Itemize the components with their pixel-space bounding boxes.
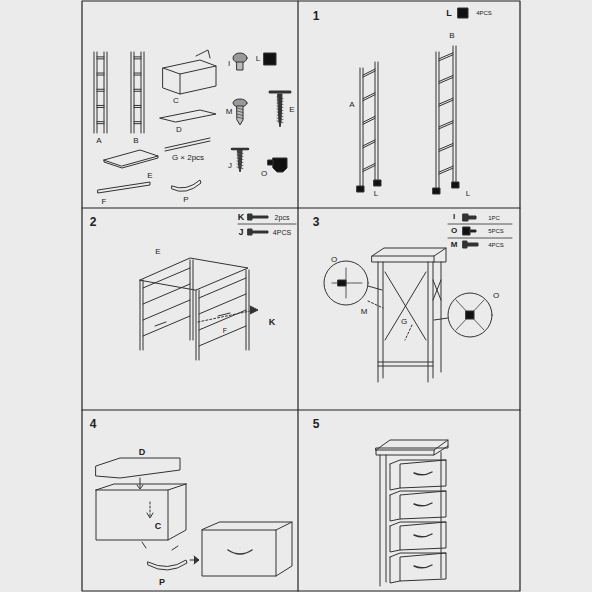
step-number: O: [451, 227, 457, 235]
ladder-frame: [357, 62, 381, 192]
dresser: [376, 440, 448, 586]
part-label: 4PCS: [476, 10, 492, 16]
part-label: B: [133, 137, 138, 145]
part-label: 4PCS: [488, 242, 504, 248]
part-label: C: [173, 97, 179, 105]
step-number: D: [139, 448, 146, 457]
part-label: B: [449, 32, 454, 40]
part-label: L: [374, 190, 378, 198]
part-label: 2pcs: [275, 214, 290, 221]
part-label: E: [147, 172, 152, 180]
part-label: F: [223, 327, 227, 334]
foot-icon: [458, 8, 468, 18]
part-label: O: [331, 256, 337, 264]
step-number: 4: [90, 418, 97, 430]
step-number: I: [453, 213, 455, 221]
step-number: P: [159, 578, 165, 587]
step-number: 1: [313, 10, 320, 22]
screw-threads: [237, 97, 283, 169]
ladder-frame: [94, 52, 107, 133]
part-label: G: [401, 318, 407, 326]
part-label: G × 2pcs: [172, 154, 204, 162]
ladder-frame: [433, 46, 459, 194]
step-number: K: [269, 318, 276, 327]
part-label: O: [261, 170, 267, 178]
part-label: E: [289, 106, 294, 114]
part-label: D: [176, 126, 182, 134]
part-label: J: [228, 162, 232, 170]
frame-assembly: [140, 258, 258, 360]
part-label: M: [226, 108, 233, 116]
part-label: O: [493, 292, 499, 300]
part-label: 5PCS: [488, 228, 504, 234]
part-label: 1PC: [488, 215, 500, 221]
part-label: E: [155, 248, 160, 256]
step-number: C: [155, 522, 162, 531]
parts-list: [98, 50, 290, 193]
step-number: K: [238, 213, 245, 222]
part-label: A: [349, 101, 354, 109]
panel-grid: [82, 1, 520, 591]
screw-icons: [238, 214, 512, 248]
step-number: 3: [313, 216, 320, 228]
step-number: J: [238, 228, 243, 237]
step-number: 2: [90, 216, 97, 228]
ladder-frame: [131, 52, 144, 133]
part-label: 4PCS: [273, 229, 291, 236]
part-label: P: [183, 196, 188, 204]
part-label: L: [466, 190, 470, 198]
step-number: M: [451, 241, 458, 249]
frame-ladders: [94, 46, 459, 194]
unit-with-rods: [324, 248, 492, 382]
step-number: L: [446, 9, 452, 18]
step-number: 5: [313, 418, 320, 430]
drawer-assembly: [96, 458, 292, 576]
part-label: F: [102, 198, 107, 206]
part-label: M: [361, 308, 368, 316]
part-label: A: [96, 137, 101, 145]
part-label: L: [256, 55, 260, 63]
part-label: I: [228, 60, 230, 68]
